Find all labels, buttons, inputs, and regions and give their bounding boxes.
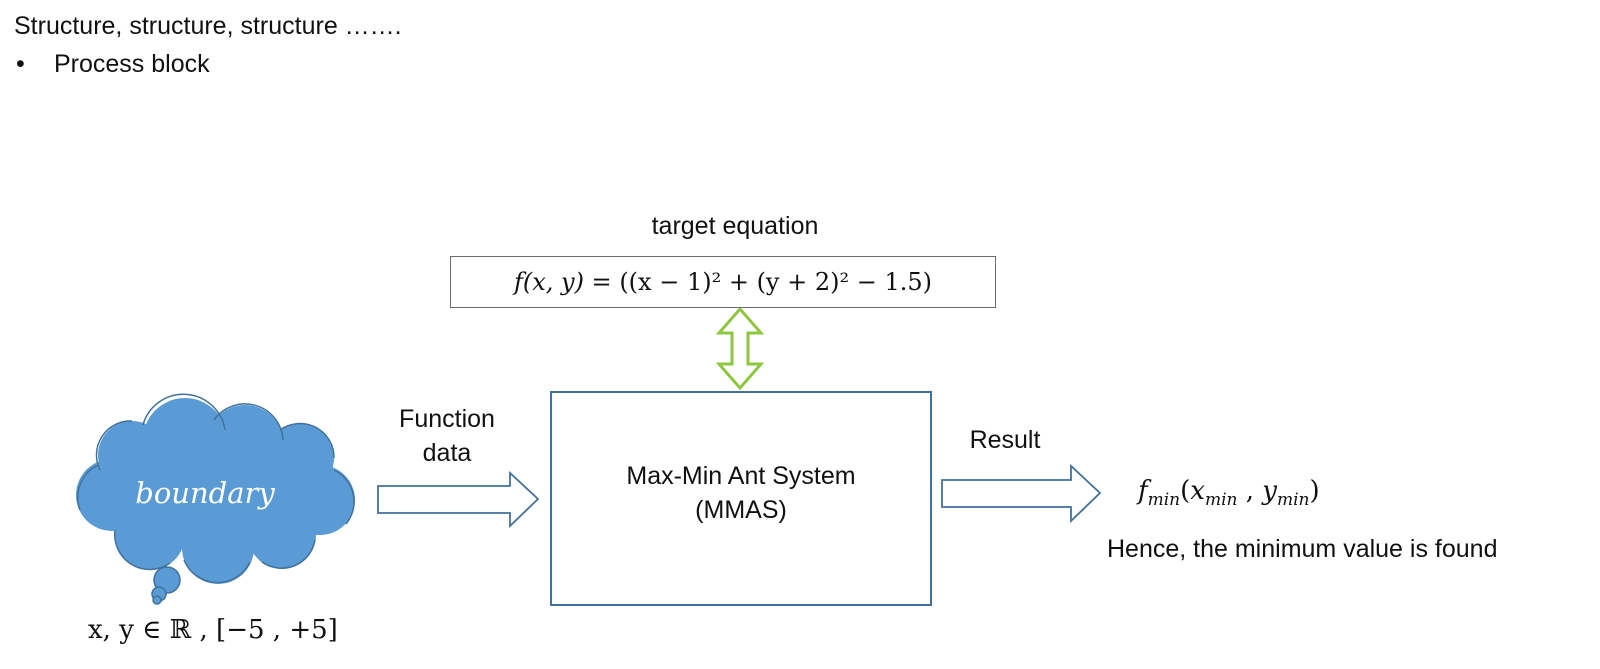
equation-rhs: ((x − 1)² + (y + 2)² − 1.5)	[619, 268, 933, 296]
result-expression: fmin(xmin , ymin)	[1138, 476, 1320, 510]
bullet-text: Process block	[54, 50, 210, 78]
fmin-close: )	[1309, 476, 1320, 506]
target-equation-label: target equation	[651, 212, 819, 240]
boundary-cloud	[76, 393, 355, 605]
fmin-f: f	[1138, 476, 1148, 506]
double-arrow	[715, 306, 765, 391]
conclusion-text: Hence, the minimum value is found	[1107, 535, 1498, 563]
fmin-x: x	[1190, 476, 1205, 506]
mmas-process-label: Max-Min Ant System (MMAS)	[550, 459, 932, 527]
function-data-label-line1: Function	[399, 405, 495, 433]
fmin-y: y	[1262, 476, 1277, 506]
ymin-sub: min	[1276, 490, 1310, 511]
result-arrow	[941, 463, 1102, 524]
domain-expression: x, y ∈ ℝ , [−5 , +5]	[88, 615, 338, 645]
slide-title: Structure, structure, structure …….	[14, 12, 402, 40]
mmas-label-line1: Max-Min Ant System	[626, 462, 856, 490]
mmas-process-box	[550, 391, 932, 606]
boundary-label: boundary	[135, 476, 275, 510]
fmin-sep: ,	[1237, 476, 1263, 506]
bullet-marker: •	[16, 50, 25, 78]
xmin-sub: min	[1204, 490, 1238, 511]
function-data-label: Function data	[372, 402, 522, 470]
fmin-open: (	[1180, 476, 1191, 506]
fmin-sub: min	[1147, 490, 1181, 511]
result-label: Result	[969, 426, 1041, 454]
target-equation-box: f(x, y) = ((x − 1)² + (y + 2)² − 1.5)	[450, 256, 996, 308]
function-data-label-line2: data	[422, 439, 472, 467]
equation-lhs: f(x, y) =	[513, 268, 612, 296]
mmas-label-line2: (MMAS)	[695, 496, 787, 524]
function-data-arrow	[377, 470, 540, 529]
